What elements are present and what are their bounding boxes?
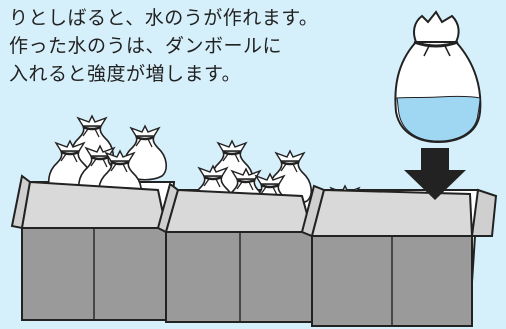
water-bag-icon xyxy=(394,10,482,144)
caption-line-3: 入れると強度が増します。 xyxy=(9,63,242,85)
caption-text: りとしばると、水のうが作れます。 作った水のうは、ダンボールに 入れると強度が増… xyxy=(9,4,318,88)
caption-line-2: 作った水のうは、ダンボールに xyxy=(9,35,283,57)
cardboard-box-middle xyxy=(156,139,320,323)
caption-line-1: りとしばると、水のうが作れます。 xyxy=(9,7,319,29)
cardboard-box-right xyxy=(300,184,498,327)
cardboard-box-left xyxy=(10,114,176,321)
down-arrow-icon xyxy=(404,148,466,200)
